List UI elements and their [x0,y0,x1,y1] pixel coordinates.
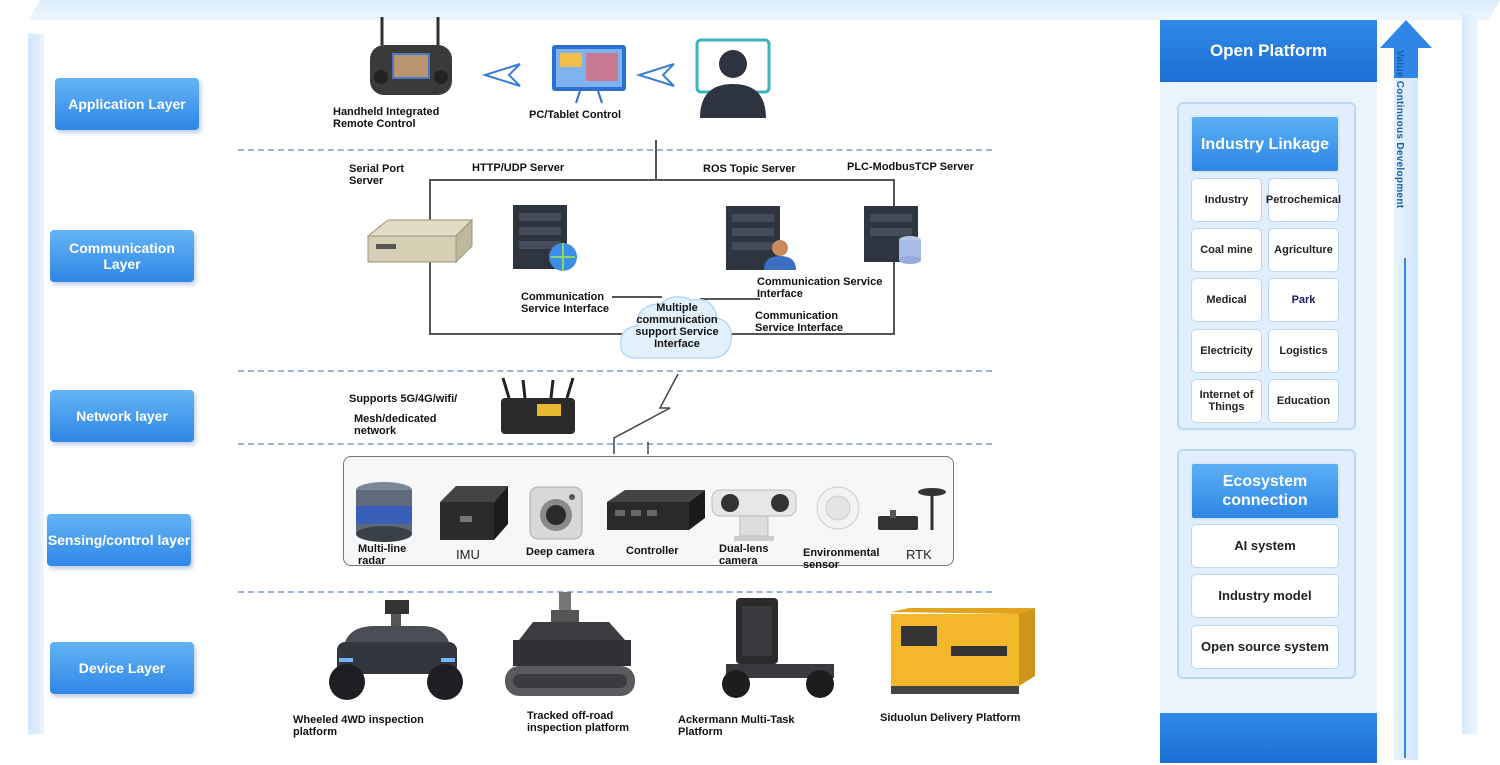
industry-chip: Petrochemical [1266,178,1341,222]
connector-line [429,333,625,335]
remote-control-label: Handheld Integrated Remote Control [333,106,440,130]
sensing-item-label: Deep camera [526,546,595,558]
sensing-item-label: Environmental sensor [803,547,880,571]
connector-line [730,333,895,335]
router-icon [501,377,575,434]
comm-interface-right-bottom-label: Communication Service Interface [755,310,844,334]
remote-control-icon [370,17,452,95]
separator-sense-device [238,591,992,593]
delivery-robot-icon [891,608,1035,694]
ecosystem-chip: AI system [1191,524,1339,568]
network-mesh-label: Mesh/dedicated network [354,413,437,437]
device-item-label: Wheeled 4WD inspection platform [293,714,424,738]
http-udp-label: HTTP/UDP Server [472,162,565,174]
pc-control-label: PC/Tablet Control [529,109,622,121]
industry-chip: Agriculture [1268,228,1339,272]
http-server-icon [513,205,577,271]
value-development-label: Value Continuous Development [1394,50,1405,209]
dual-lens-camera-icon [711,489,797,541]
device-item-label: Tracked off-road inspection platform [527,710,630,734]
industry-chip: Internet of Things [1191,379,1262,423]
user-at-monitor-icon [695,38,771,118]
connector-line [429,179,895,181]
industry-chip: Industry [1191,178,1262,222]
device-item-label: Ackermann Multi-Task Platform [678,714,795,738]
ecosystem-chip: Open source system [1191,625,1339,669]
controller-icon [607,490,705,530]
network-layer-label: Network layer [50,390,194,442]
industry-chip: Coal mine [1191,228,1262,272]
rtk-icon [878,488,946,530]
network-supports-label: Supports 5G/4G/wifi/ [349,393,458,405]
top-frame-bar [28,0,1500,20]
sensing-item-label: IMU [456,547,480,562]
lidar-icon [356,482,412,542]
depth-camera-icon [529,486,583,540]
sensing-item-label: RTK [906,547,932,562]
ros-server-icon [726,206,796,270]
industry-chip: Logistics [1268,329,1339,373]
serial-port-label: Serial Port Server [349,163,405,187]
open-platform-title: Open Platform [1160,20,1377,82]
industry-linkage-heading: Industry Linkage [1190,115,1340,173]
environmental-sensor-icon [816,486,860,530]
device-layer-label: Device Layer [50,642,194,694]
sensing-item-label: Dual-lens camera [719,543,769,567]
imu-icon [440,486,508,540]
separator-net-sense [238,443,992,445]
ecosystem-chip: Industry model [1191,574,1339,618]
sensing-item-label: Controller [626,545,679,557]
tablet-icon [552,45,626,104]
right-frame-bar [1462,14,1478,734]
industry-chip: Medical [1191,278,1262,322]
ros-topic-label: ROS Topic Server [703,163,796,175]
communication-layer-label: Communication Layer [50,230,194,282]
arrow-left-icon [635,63,675,87]
serial-port-server-icon [366,218,474,264]
device-item-label: Siduolun Delivery Platform [880,712,1021,724]
comm-interface-left-label: Communication Service Interface [521,291,610,315]
value-development-arrow-icon [1380,20,1432,760]
cloud-icon [620,296,732,359]
industry-chip: Electricity [1191,329,1262,373]
sensing-layer-label: Sensing/control layer [47,514,191,566]
plc-modbus-label: PLC-ModbusTCP Server [847,161,974,173]
sensing-item-label: Multi-line radar [358,543,407,567]
ackermann-robot-icon [722,598,834,698]
connector-line [612,296,662,298]
ecosystem-heading: Ecosystem connection [1190,462,1340,520]
industry-chip: Park [1268,278,1339,322]
separator-app-comm [238,149,992,151]
wireless-signal-icon [613,373,679,454]
comm-interface-right-top-label: Communication Service Interface [757,276,883,300]
wheeled-robot-icon [329,600,463,700]
separator-comm-net [238,370,992,372]
connector-line [655,140,657,180]
cloud-label: Multiple communication support Service I… [635,302,719,350]
open-platform-footer [1160,713,1377,763]
industry-chip: Education [1268,379,1339,423]
left-frame-bar [28,34,44,734]
tracked-robot-icon [505,592,635,696]
plc-server-icon [864,206,921,264]
application-layer-label: Application Layer [55,78,199,130]
connector-line [700,298,760,300]
arrow-left-icon [481,63,521,87]
